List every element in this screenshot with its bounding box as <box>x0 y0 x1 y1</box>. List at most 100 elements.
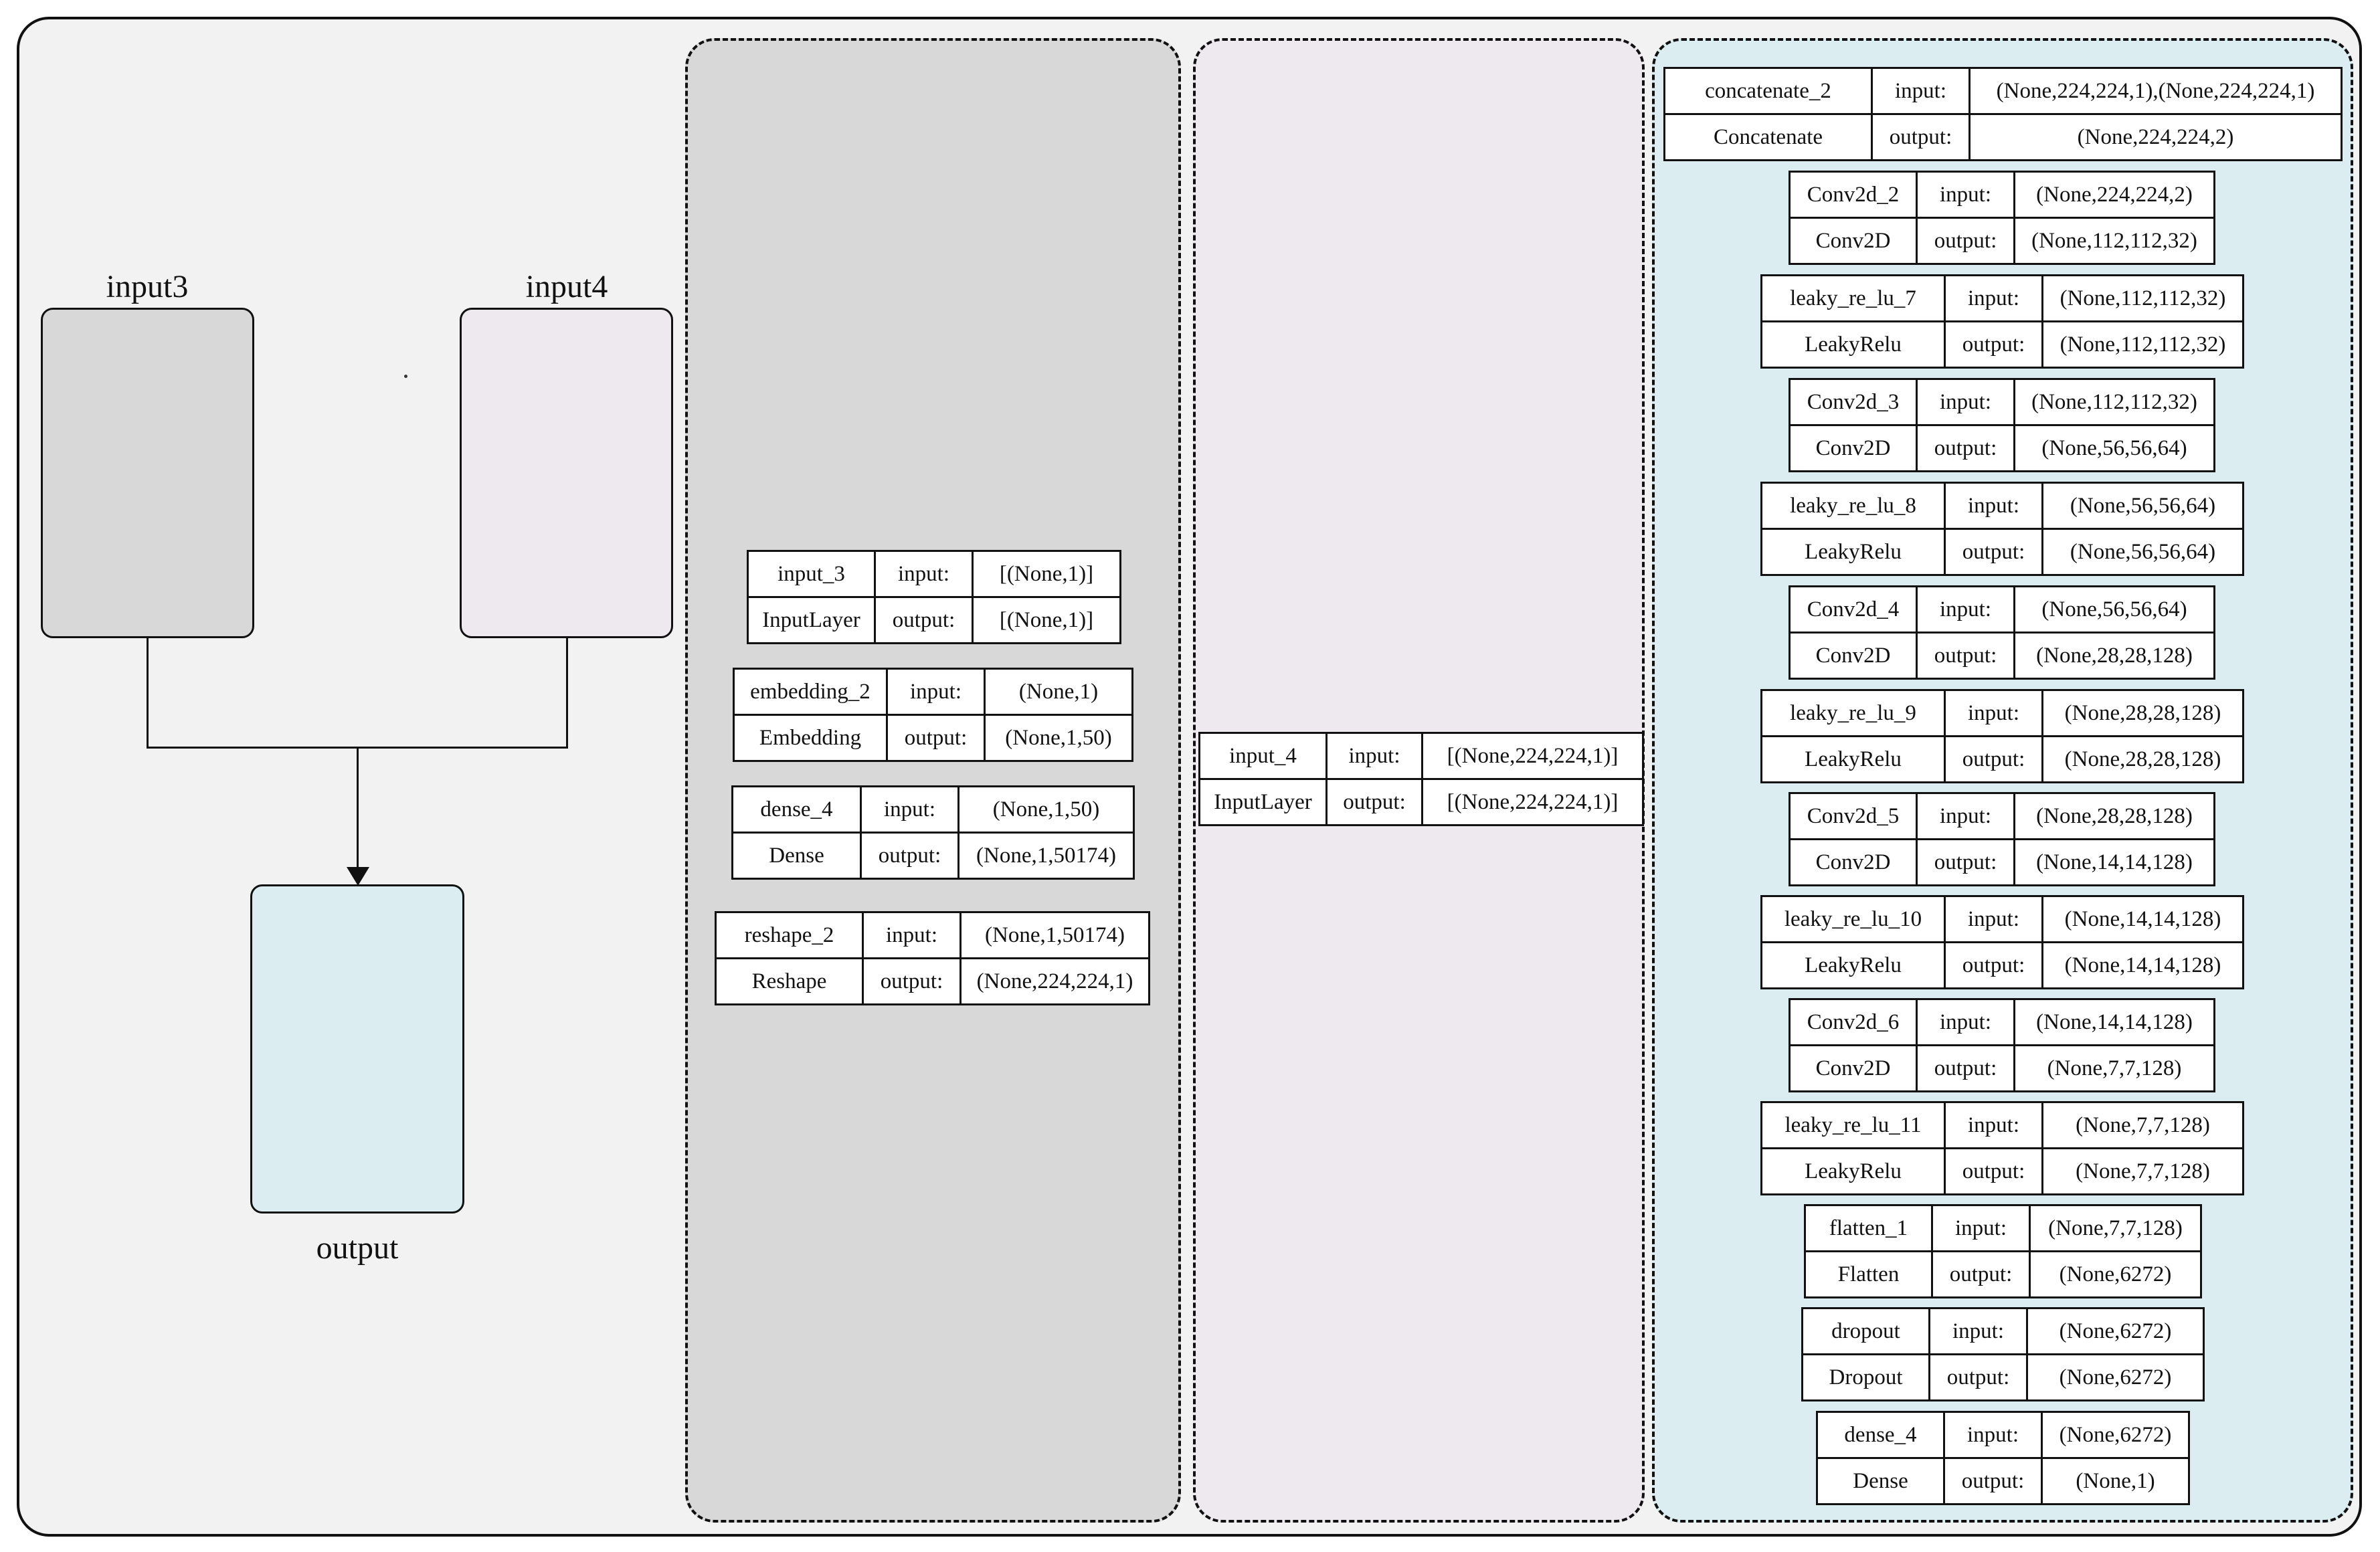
input-shape: (None,7,7,128) <box>2029 1204 2202 1252</box>
output-key: output: <box>886 714 986 762</box>
input-shape: (None,56,56,64) <box>2041 482 2244 530</box>
input-shape: (None,1) <box>984 668 1133 716</box>
connector-to-output <box>357 747 359 871</box>
layer-name: dense_4 <box>731 785 862 834</box>
layer-type: InputLayer <box>1198 778 1328 826</box>
input-key: input: <box>1944 689 2043 737</box>
output-key: output: <box>1931 1250 2031 1298</box>
input-shape: (None,112,112,32) <box>2013 378 2215 426</box>
output-shape: (None,28,28,128) <box>2041 735 2244 783</box>
output-key: output: <box>1916 632 2015 680</box>
input-shape: (None,14,14,128) <box>2013 998 2215 1046</box>
layer-type: Dropout <box>1801 1353 1930 1401</box>
layer-name: input_4 <box>1198 732 1328 780</box>
input3-branch-panel <box>685 38 1181 1523</box>
output-shape: (None,14,14,128) <box>2041 941 2244 989</box>
output-shape: (None,7,7,128) <box>2041 1147 2244 1195</box>
layer-type: Dense <box>1816 1457 1945 1505</box>
layer-name: leaky_re_lu_11 <box>1760 1101 1946 1149</box>
input-key: input: <box>874 550 974 598</box>
input-shape: (None,6272) <box>2041 1411 2190 1459</box>
input-shape: (None,224,224,1),(None,224,224,1) <box>1969 67 2343 115</box>
layer-type: Conv2D <box>1789 1044 1918 1092</box>
output-key: output: <box>1944 941 2043 989</box>
input-shape: (None,224,224,2) <box>2013 171 2215 219</box>
input-key: input: <box>1928 1307 2028 1355</box>
connector-input4-down <box>566 638 568 749</box>
layer-name: dense_4 <box>1816 1411 1945 1459</box>
layer-name: flatten_1 <box>1804 1204 1933 1252</box>
input-key: input: <box>1916 998 2015 1046</box>
layer-name: Conv2d_2 <box>1789 171 1918 219</box>
layer-name: leaky_re_lu_8 <box>1760 482 1946 530</box>
output-shape: (None,14,14,128) <box>2013 838 2215 886</box>
layer-name: Conv2d_3 <box>1789 378 1918 426</box>
layer-type: LeakyRelu <box>1760 1147 1946 1195</box>
output-key: output: <box>1944 528 2043 576</box>
input-key: input: <box>1916 792 2015 840</box>
output-label: output <box>316 1230 399 1266</box>
input-key: input: <box>1944 1101 2043 1149</box>
input4-label: input4 <box>525 269 608 304</box>
arrow-head-icon <box>347 867 369 886</box>
layer-type: InputLayer <box>747 596 876 644</box>
input-shape: (None,1,50) <box>957 785 1135 834</box>
layer-name: leaky_re_lu_7 <box>1760 274 1946 322</box>
output-key: output: <box>1944 1147 2043 1195</box>
output-key: output: <box>1325 778 1423 826</box>
input-key: input: <box>1916 378 2015 426</box>
output-shape: (None,56,56,64) <box>2041 528 2244 576</box>
output-key: output: <box>860 832 959 880</box>
output-key: output: <box>1944 735 2043 783</box>
layer-name: reshape_2 <box>715 911 864 959</box>
input-shape: (None,112,112,32) <box>2041 274 2244 322</box>
layer-name: concatenate_2 <box>1663 67 1873 115</box>
layer-type: Conv2D <box>1789 632 1918 680</box>
input-key: input: <box>1944 482 2043 530</box>
layer-name: Conv2d_6 <box>1789 998 1918 1046</box>
layer-type: Dense <box>731 832 862 880</box>
layer-type: LeakyRelu <box>1760 735 1946 783</box>
input-key: input: <box>1943 1411 2043 1459</box>
output-shape: (None,224,224,1) <box>959 957 1150 1005</box>
input-key: input: <box>1325 732 1423 780</box>
input-shape: (None,28,28,128) <box>2013 792 2215 840</box>
layer-type: LeakyRelu <box>1760 528 1946 576</box>
layer-type: Reshape <box>715 957 864 1005</box>
input3-block <box>41 308 254 638</box>
input-key: input: <box>860 785 959 834</box>
input-key: input: <box>1944 895 2043 943</box>
layer-name: leaky_re_lu_10 <box>1760 895 1946 943</box>
output-shape: (None,112,112,32) <box>2041 320 2244 369</box>
output-shape: (None,28,28,128) <box>2013 632 2215 680</box>
layer-name: Conv2d_5 <box>1789 792 1918 840</box>
layer-type: Conv2D <box>1789 217 1918 265</box>
output-shape: (None,1,50) <box>984 714 1133 762</box>
output-key: output: <box>1871 113 1971 161</box>
connector-input3-down <box>147 638 149 749</box>
output-key: output: <box>1916 1044 2015 1092</box>
output-key: output: <box>874 596 974 644</box>
layer-type: Conv2D <box>1789 838 1918 886</box>
input-shape: (None,1,50174) <box>959 911 1150 959</box>
output-shape: (None,112,112,32) <box>2013 217 2215 265</box>
input-shape: [(None,224,224,1)] <box>1421 732 1644 780</box>
input4-block <box>460 308 673 638</box>
input-key: input: <box>1931 1204 2031 1252</box>
